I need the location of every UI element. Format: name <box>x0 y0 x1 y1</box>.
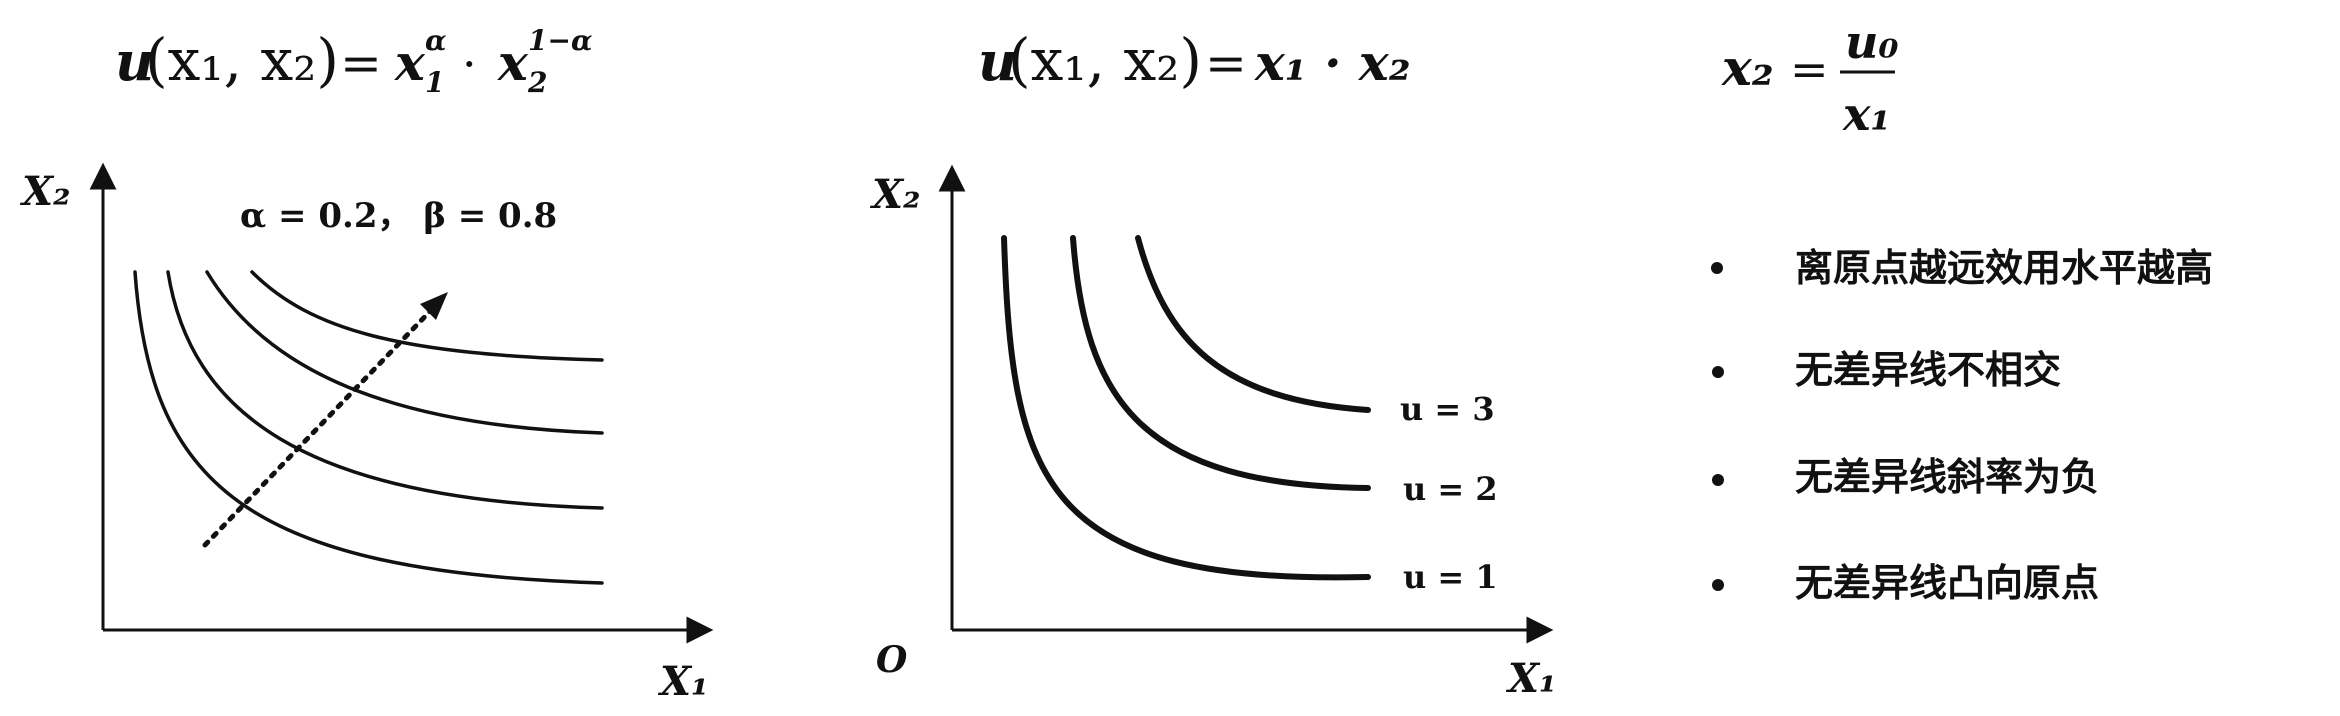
formula-left-dot: · <box>462 37 477 91</box>
left-chart: X₂ X₁ α = 0.2， β = 0.8 <box>19 162 714 705</box>
formula-middle-u: u <box>978 29 1017 93</box>
formula-middle: u (x₁, x₂) = x₁ · x₂ <box>978 26 1411 94</box>
curve-label-u3: u = 3 <box>1400 390 1495 428</box>
left-curve-3 <box>205 270 604 435</box>
formula-left-x2-sup: 1−α <box>528 24 593 57</box>
left-curve-4 <box>250 270 604 362</box>
property-4: 无差异线凸向原点 <box>1795 561 2099 605</box>
bullet-4 <box>1712 579 1724 591</box>
formula-middle-rhs: x₁ · x₂ <box>1254 33 1411 92</box>
property-2: 无差异线不相交 <box>1795 348 2061 392</box>
origin-label: O <box>876 639 908 681</box>
formula-right: x₂ = u₀ x₁ <box>1721 15 1899 141</box>
middle-curve-u1 <box>1001 235 1371 581</box>
middle-curve-u3 <box>1135 235 1371 413</box>
formula-left-x1: x <box>394 33 426 92</box>
middle-curve-u2 <box>1070 235 1371 491</box>
bullet-2 <box>1712 366 1724 378</box>
curve-label-u1: u = 1 <box>1403 558 1498 596</box>
formula-left-x2-sub: 2 <box>527 66 547 99</box>
middle-chart: X₂ X₁ O u = 3 u = 2 u = 1 <box>869 164 1557 702</box>
formula-left: u (x₁, x₂) = x 1 α · x 2 1−α <box>115 24 593 99</box>
left-x-axis-label: X₁ <box>657 658 709 705</box>
bullet-3 <box>1712 474 1724 486</box>
formula-middle-args: (x₁, x₂) <box>1008 26 1202 94</box>
left-curve-2 <box>166 270 604 510</box>
formula-left-x1-sub: 1 <box>425 66 444 99</box>
formula-right-lhs: x₂ <box>1721 38 1774 97</box>
formula-left-args: (x₁, x₂) <box>145 26 339 94</box>
left-y-axis-label: X₂ <box>19 168 71 215</box>
formula-right-denominator: x₁ <box>1842 87 1891 141</box>
properties-list: 离原点越远效用水平越高 无差异线不相交 无差异线斜率为负 无差异线凸向原点 <box>1711 246 2213 605</box>
middle-y-axis-label: X₂ <box>869 171 921 218</box>
property-1: 离原点越远效用水平越高 <box>1795 246 2213 290</box>
curve-label-u2: u = 2 <box>1403 470 1498 508</box>
left-curve-1 <box>133 270 604 585</box>
formula-right-equals: = <box>1790 42 1829 96</box>
formula-left-x2: x <box>497 33 529 92</box>
property-3: 无差异线斜率为负 <box>1795 455 2099 499</box>
left-direction-arrow-head <box>420 292 448 320</box>
formula-right-numerator: u₀ <box>1845 15 1899 69</box>
formula-left-x1-sup: α <box>425 24 447 57</box>
bullet-1 <box>1711 262 1723 274</box>
left-chart-params: α = 0.2， β = 0.8 <box>240 196 557 236</box>
middle-x-axis-label: X₁ <box>1505 655 1557 702</box>
formula-middle-equals: = <box>1205 34 1247 92</box>
left-direction-arrow <box>202 300 441 548</box>
formula-left-u: u <box>115 29 154 93</box>
formula-left-equals: = <box>340 34 382 92</box>
